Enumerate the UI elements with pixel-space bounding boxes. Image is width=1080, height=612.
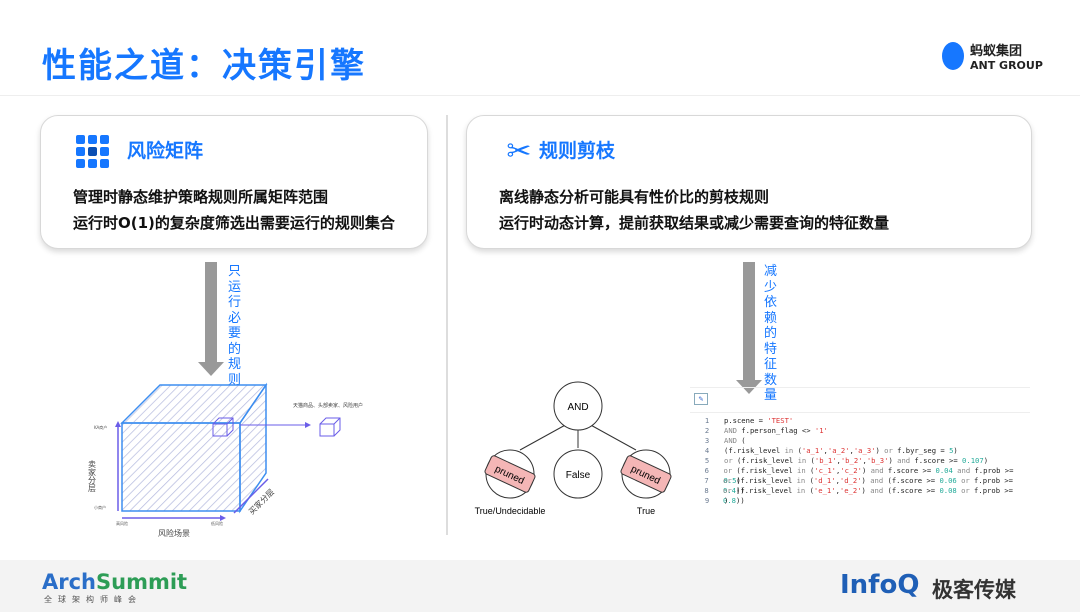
code-line: 4 (f.risk_level in ('a_1','a_2','a_3') or… [690, 446, 1030, 456]
code-line: 6 or (f.risk_level in ('c_1','c_2') and f… [690, 466, 1030, 485]
code-lines: 1 p.scene = 'TEST' 2 AND f.person_flag <> '… [690, 412, 1030, 506]
logo-en: ANT GROUP [970, 59, 1043, 72]
code-line: 7 or (f.risk_level in ('d_1','d_2') and (… [690, 476, 1030, 495]
line-number: 4 [704, 446, 710, 455]
code-text: AND f.person_flag <> '1' [724, 426, 828, 435]
cube-x-right: 低风险 [211, 520, 223, 526]
tree-left-label: True/Undecidable [475, 506, 546, 516]
infoq-logo: InfoQ [840, 570, 920, 600]
logo-part: Arch [42, 570, 97, 594]
line-number: 8 [704, 486, 709, 495]
line-number: 7 [704, 476, 709, 485]
tree-mid: False [566, 470, 591, 481]
code-editor[interactable]: ✎ 1 p.scene = 'TEST' 2 AND f.person_flag <>… [690, 387, 1030, 505]
archsummit-subtitle: 全球架构师峰会 [44, 595, 142, 604]
code-line: 2 AND f.person_flag <> '1' [690, 426, 1030, 436]
pruning-tree: AND pruned False pruned True/Undecidable… [475, 381, 672, 516]
edit-icon[interactable]: ✎ [694, 393, 708, 405]
code-text: or (f.risk_level in ('c_1','c_2') and f.… [723, 466, 1014, 485]
code-line: 1 p.scene = 'TEST' [690, 416, 1030, 426]
line-number: 3 [704, 436, 710, 445]
scissors-icon: ✂ [506, 134, 532, 169]
card-title: 规则剪枝 [539, 140, 616, 162]
divider [446, 115, 448, 535]
line-number: 5 [704, 456, 710, 465]
card-line: 运行时动态计算，提前获取结果或减少需要查询的特征数量 [499, 214, 890, 232]
tree-root: AND [567, 402, 588, 413]
code-line: 8 or (f.risk_level in ('e_1','e_2') and (… [690, 486, 1030, 505]
ant-logo-icon [942, 42, 964, 70]
geek-media-logo: 极客传媒 [932, 578, 1016, 602]
code-line: 3 AND ( [690, 436, 1030, 446]
card-line: 离线静态分析可能具有性价比的剪枝规则 [499, 188, 770, 206]
code-line: 5 or (f.risk_level in ('b_1','b_2','b_3')… [690, 456, 1030, 466]
page-title: 性能之道：决策引擎 [42, 46, 366, 86]
divider [0, 95, 1080, 96]
logo-part: Summit [96, 570, 188, 594]
code-line: 9) [690, 496, 1030, 506]
code-text: p.scene = 'TEST' [724, 416, 794, 425]
cube-y-axis: 卖家分层 [88, 460, 97, 493]
risk-cube-diagram: KA商户 小商户 高风险 低风险 风险场景 卖家分层 买家分层 天猫商品、头部卖… [88, 382, 363, 538]
cube-x-left: 高风险 [116, 520, 128, 526]
line-number: 1 [704, 416, 710, 425]
line-number: 2 [704, 426, 710, 435]
cube-y-bottom: 小商户 [94, 504, 106, 510]
tree-right-label: True [637, 506, 655, 516]
card-line: 管理时静态维护策略规则所属矩阵范围 [73, 188, 329, 206]
code-text: or (f.risk_level in ('e_1','e_2') and (f… [723, 486, 1014, 505]
down-arrow-icon [198, 262, 224, 376]
cube-callout: 天猫商品、头部卖家、风险用户 [293, 402, 363, 409]
archsummit-logo: ArchSummit [42, 570, 187, 594]
code-text: AND ( [724, 436, 746, 445]
arrow-caption: 减少依赖的特征数量 [764, 264, 778, 403]
grid-icon [75, 134, 111, 170]
code-text: (f.risk_level in ('a_1','a_2','a_3') or … [724, 446, 958, 455]
card-line: 运行时O(1)的复杂度筛选出需要运行的规则集合 [73, 214, 395, 232]
rule-pruning-card: ✂ 规则剪枝 离线静态分析可能具有性价比的剪枝规则 运行时动态计算，提前获取结果… [466, 115, 1032, 249]
code-text: or (f.risk_level in ('d_1','d_2') and (f… [723, 476, 1014, 495]
footer [0, 560, 1080, 612]
logo-cn: 蚂蚁集团 [970, 44, 1023, 59]
risk-matrix-card: 风险矩阵 管理时静态维护策略规则所属矩阵范围 运行时O(1)的复杂度筛选出需要运… [40, 115, 428, 249]
code-text: ) [724, 496, 729, 505]
line-number: 9 [704, 496, 710, 505]
cube-y-top: KA商户 [94, 424, 107, 430]
down-arrow-icon [736, 262, 762, 394]
card-title: 风险矩阵 [127, 140, 204, 162]
arrow-caption: 只运行必要的规则 [228, 264, 242, 388]
cube-x-axis: 风险场景 [158, 528, 190, 538]
line-number: 6 [704, 466, 709, 475]
code-text: or (f.risk_level in ('b_1','b_2','b_3') … [724, 456, 989, 465]
